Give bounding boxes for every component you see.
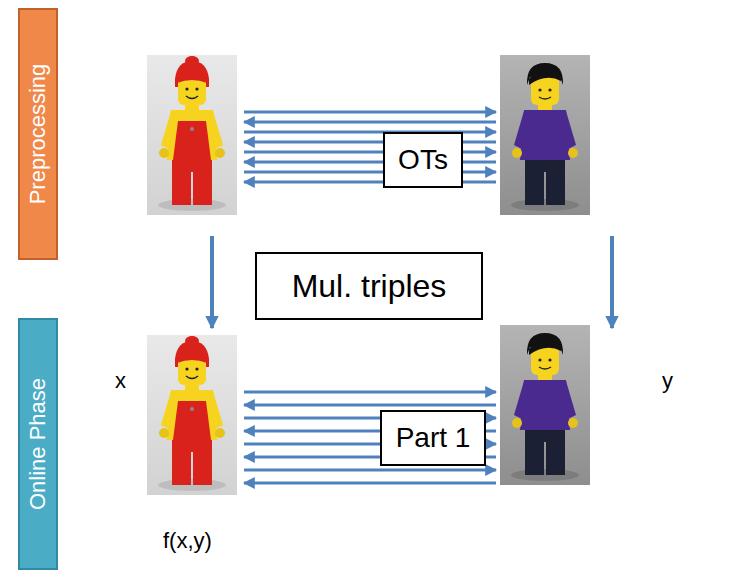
man-figure <box>500 55 590 215</box>
online-arrows <box>244 392 496 483</box>
variable-label: x <box>115 368 126 394</box>
box-label: OTs <box>398 144 448 176</box>
box-label: Online Phase <box>25 378 51 510</box>
process-box: OTs <box>383 132 463 188</box>
phase-tab: Preprocessing <box>18 8 58 260</box>
man-figure <box>500 325 590 485</box>
process-box: Part 1 <box>380 410 486 466</box>
down-arrows <box>212 236 612 328</box>
process-box: Mul. triples <box>255 252 483 320</box>
variable-label: y <box>662 368 673 394</box>
box-label: Mul. triples <box>292 268 447 305</box>
phase-tab: Online Phase <box>18 318 58 570</box>
woman-figure <box>147 55 237 215</box>
box-label: Preprocessing <box>25 64 51 205</box>
box-label: Part 1 <box>396 422 471 454</box>
variable-label: f(x,y) <box>163 528 212 554</box>
woman-figure <box>147 335 237 495</box>
